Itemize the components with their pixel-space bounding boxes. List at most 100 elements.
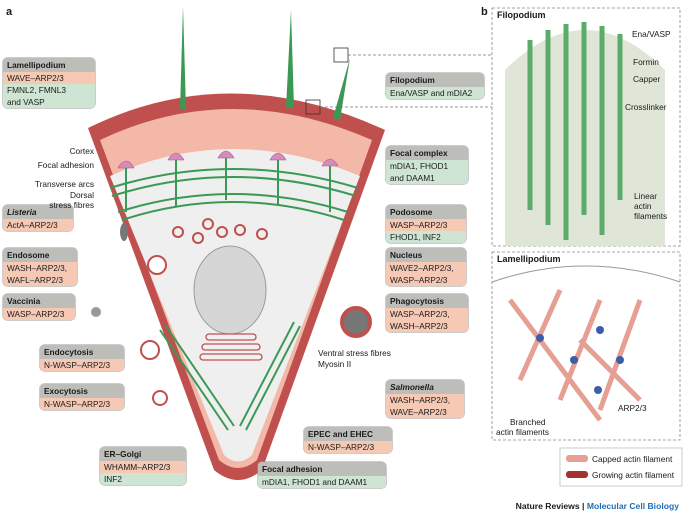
formin-label: Formin <box>633 57 659 67</box>
box-title: ER–Golgi <box>100 447 186 461</box>
arp23-complexes <box>536 326 624 394</box>
endocytosis-pit <box>140 340 160 360</box>
footer-subjournal: Molecular Cell Biology <box>586 501 679 511</box>
box-title: Vaccinia <box>3 294 75 308</box>
box-row: WASH–ARP2/3, <box>3 262 77 274</box>
focal-adhesion-box: Focal adhesion mDIA1, FHOD1 and DAAM1 <box>258 462 386 488</box>
box-row: N-WASP–ARP2/3 <box>40 359 124 371</box>
box-row: WHAMM–ARP2/3 <box>100 461 186 473</box>
box-title: Salmonella <box>386 380 464 394</box>
filopodium-inset-title: Filopodium <box>497 10 546 20</box>
box-title: Endosome <box>3 248 77 262</box>
listeria-box: Listeria ActA–ARP2/3 <box>3 205 73 231</box>
golgi <box>199 333 263 361</box>
ena-vasp-label: Ena/VASP <box>632 29 671 39</box>
legend-growing-label: Growing actin filament <box>592 470 675 480</box>
focal-complex-box: Focal complex mDIA1, FHOD1 and DAAM1 <box>386 146 468 184</box>
dorsal-label-1: Dorsal <box>70 190 94 200</box>
box-row: and VASP <box>3 96 95 108</box>
box-row: WAVE–ARP2/3 <box>386 406 464 418</box>
linear-label-3: filaments <box>634 211 668 221</box>
capper-label: Capper <box>633 74 661 84</box>
podosome-box: Podosome WASP–ARP2/3 FHOD1, INF2 <box>386 205 466 243</box>
epec-box: EPEC and EHEC N-WASP–ARP2/3 <box>304 427 392 453</box>
box-row: WAVE2–ARP2/3, <box>386 262 466 274</box>
footer-credit: Nature Reviews | Molecular Cell Biology <box>516 501 679 511</box>
box-title: EPEC and EHEC <box>304 427 392 441</box>
vaccinia-box: Vaccinia WASP–ARP2/3 <box>3 294 75 320</box>
lamellipodium-box: Lamellipodium WAVE–ARP2/3 FMNL2, FMNL3 a… <box>3 58 95 108</box>
box-row: WASH–ARP2/3, <box>386 394 464 406</box>
growing-swatch <box>566 471 588 478</box>
vaccinia-virus <box>91 307 101 317</box>
legend-box <box>559 447 683 487</box>
crosslinker-label: Crosslinker <box>625 102 667 112</box>
nucleus <box>193 245 267 335</box>
box-title: Exocytosis <box>40 384 124 398</box>
listeria-bacterium <box>120 223 128 241</box>
box-row: WASP–ARP2/3 <box>386 219 466 231</box>
box-row: FMNL2, FMNL3 <box>3 84 95 96</box>
linear-filaments <box>527 22 623 240</box>
cortex-label: Cortex <box>69 146 94 156</box>
box-title: Phagocytosis <box>386 294 468 308</box>
filopodia-spikes <box>180 6 350 120</box>
linear-label-2: actin <box>634 201 652 211</box>
box-row: WASP–ARP2/3 <box>386 274 466 286</box>
box-row: mDIA1, FHOD1 <box>386 160 468 172</box>
ventral-fibres <box>159 321 301 431</box>
phagocytosis-particle <box>340 306 372 338</box>
box-row: and DAAM1 <box>386 172 468 184</box>
box-row: mDIA1, FHOD1 and DAAM1 <box>258 476 386 488</box>
box-title: Podosome <box>386 205 466 219</box>
dorsal-label-2: stress fibres <box>49 200 94 210</box>
endosome-box: Endosome WASH–ARP2/3, WAFL–ARP2/3 <box>3 248 77 286</box>
box-title: Lamellipodium <box>3 58 95 72</box>
box-title: Focal adhesion <box>258 462 386 476</box>
lamellipodium-inset-title: Lamellipodium <box>497 254 561 264</box>
box-title: Nucleus <box>386 248 466 262</box>
capped-swatch <box>566 455 588 462</box>
er-golgi-box: ER–Golgi WHAMM–ARP2/3 INF2 <box>100 447 186 485</box>
filopodium-box: Filopodium Ena/VASP and mDIA2 <box>386 73 484 99</box>
exocytosis-box: Exocytosis N-WASP–ARP2/3 <box>40 384 124 410</box>
panel-b-letter: b <box>481 6 488 18</box>
legend-capped-label: Capped actin filament <box>592 454 673 464</box>
linear-label-1: Linear <box>634 191 658 201</box>
branched-label-1: Branched <box>510 417 546 427</box>
lamellipodium-membrane <box>491 265 681 283</box>
branched-filaments <box>508 288 643 422</box>
branched-label-2: actin filaments <box>496 427 550 437</box>
box-title: Listeria <box>3 205 73 219</box>
box-row: WASP–ARP2/3 <box>3 308 75 320</box>
box-row: Ena/VASP and mDIA2 <box>386 87 484 99</box>
box-title: Filopodium <box>386 73 484 87</box>
endocytosis-box: Endocytosis N-WASP–ARP2/3 <box>40 345 124 371</box>
lamellipodium-inset <box>491 251 681 441</box>
focal-adhesion-label: Focal adhesion <box>37 160 94 170</box>
box-row: WAFL–ARP2/3 <box>3 274 77 286</box>
box-row: INF2 <box>100 473 186 485</box>
footer-separator: | <box>582 501 585 511</box>
podosomes <box>172 218 268 244</box>
box-title: Endocytosis <box>40 345 124 359</box>
transverse-arcs-label: Transverse arcs <box>34 179 94 189</box>
panel-a-letter: a <box>6 6 13 18</box>
box-title: Focal complex <box>386 146 468 160</box>
box-row: ActA–ARP2/3 <box>3 219 73 231</box>
box-row: WAVE–ARP2/3 <box>3 72 95 84</box>
box-row: WASH–ARP2/3 <box>386 320 468 332</box>
endosome <box>147 255 167 275</box>
box-row: FHOD1, INF2 <box>386 231 466 243</box>
myosin-label: Myosin II <box>318 359 352 369</box>
arp23-label: ARP2/3 <box>618 403 647 413</box>
zoom-box-top <box>333 47 349 63</box>
exocytosis-vesicle <box>152 390 168 406</box>
phagocytosis-box: Phagocytosis WASP–ARP2/3, WASH–ARP2/3 <box>386 294 468 332</box>
footer-journal: Nature Reviews <box>515 501 580 511</box>
box-row: N-WASP–ARP2/3 <box>40 398 124 410</box>
focal-adhesions <box>117 150 339 169</box>
stress-fibres <box>109 158 359 221</box>
nucleus-box: Nucleus WAVE2–ARP2/3, WASP–ARP2/3 <box>386 248 466 286</box>
salmonella-box: Salmonella WASH–ARP2/3, WAVE–ARP2/3 <box>386 380 464 418</box>
